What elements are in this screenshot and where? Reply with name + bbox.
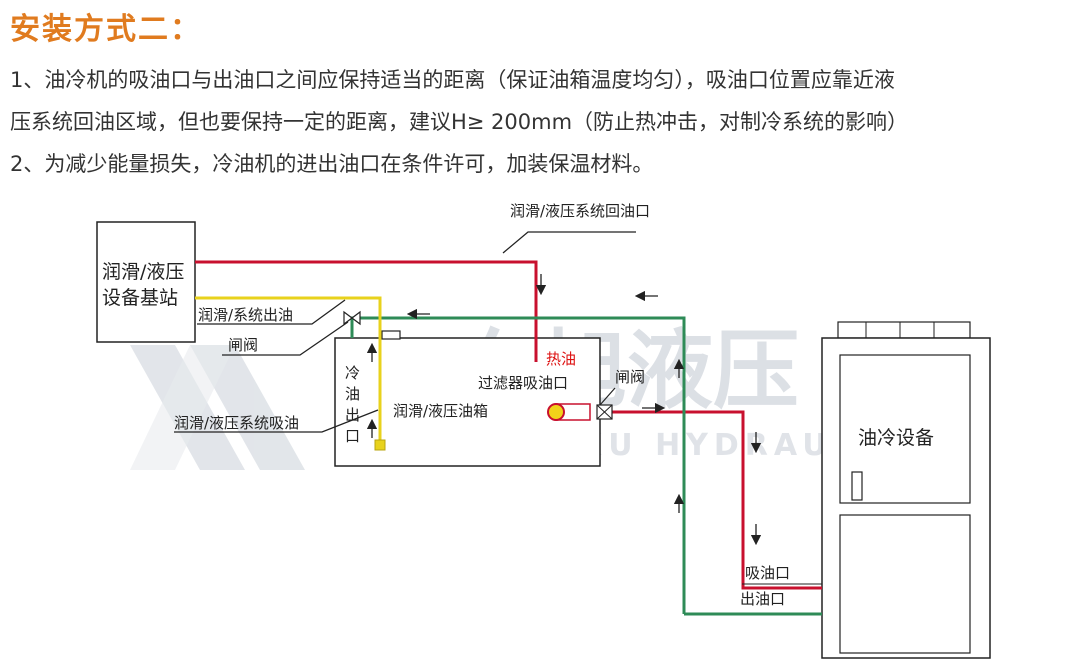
description-line-3: 2、为减少能量损失，冷油机的进出油口在条件许可，加装保温材料。 xyxy=(10,152,654,176)
station-label-1: 润滑/液压 xyxy=(102,261,184,283)
leader-valve xyxy=(222,321,349,356)
cold-oil-char-3: 出 xyxy=(345,406,360,424)
hot-oil-label: 热油 xyxy=(546,350,576,368)
valve-label-right: 闸阀 xyxy=(615,368,645,386)
flow-arrow-icon xyxy=(366,274,762,546)
suction-strainer xyxy=(374,439,386,451)
tank-vent xyxy=(381,330,401,340)
equipment-station-box xyxy=(96,221,196,343)
tank-label: 润滑/液压油箱 xyxy=(393,402,488,420)
valve-label-left: 闸阀 xyxy=(228,336,258,354)
cooler-label: 油冷设备 xyxy=(858,427,934,449)
hot-return-pipe xyxy=(195,260,538,362)
system-outlet-label: 润滑/系统出油 xyxy=(198,306,293,324)
leader-suction xyxy=(174,409,379,433)
return-port-label: 润滑/液压系统回油口 xyxy=(510,202,650,220)
suction-label: 润滑/液压系统吸油 xyxy=(174,414,299,432)
filter-icon xyxy=(547,403,565,421)
gate-valve-icon xyxy=(596,404,613,420)
station-label-2: 设备基站 xyxy=(102,287,178,309)
leader-outlet xyxy=(197,299,346,325)
section-title: 安装方式二： xyxy=(10,12,202,47)
hot-suction-pipe xyxy=(612,410,822,590)
system-suction-pipe xyxy=(195,296,382,448)
cold-oil-char-4: 口 xyxy=(345,427,360,445)
description-line-1: 1、油冷机的吸油口与出油口之间应保持适当的距离（保证油箱温度均匀），吸油口位置应… xyxy=(10,68,895,92)
leader-return xyxy=(502,231,636,254)
cold-outlet-pipe xyxy=(350,316,686,614)
inlet-label: 吸油口 xyxy=(745,564,790,582)
watermark-logo-icon xyxy=(130,345,305,470)
cold-oil-char-2: 油 xyxy=(345,385,360,403)
filter-label: 过滤器吸油口 xyxy=(478,374,568,392)
oil-cooler-unit xyxy=(821,321,991,659)
outlet-label: 出油口 xyxy=(740,590,785,608)
cooler-door-handle xyxy=(851,471,863,501)
description-line-2: 压系统回油区域，但也要保持一定的距离，建议H≥ 200mm（防止热冲击，对制冷系… xyxy=(10,110,909,134)
gate-valve-icon xyxy=(343,310,361,326)
cold-oil-char-1: 冷 xyxy=(345,364,360,382)
leader-valve-right xyxy=(599,387,616,406)
